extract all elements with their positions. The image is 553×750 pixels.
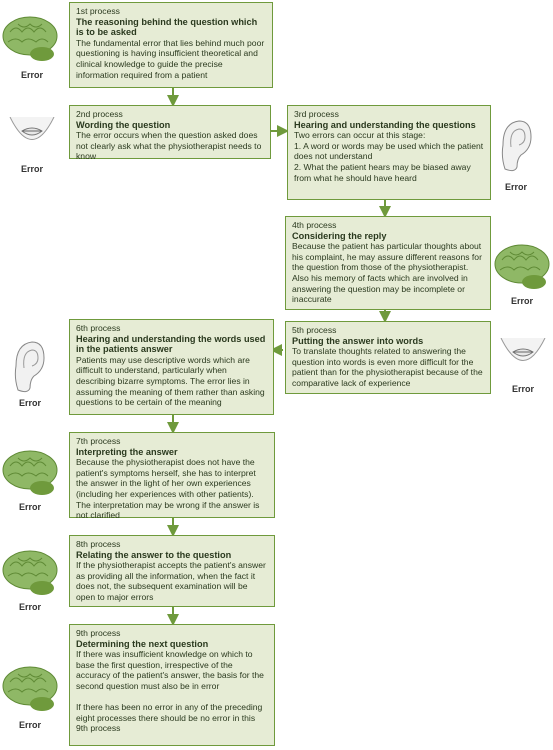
process-body: The error occurs when the question asked… [76, 130, 262, 162]
process-title: The reasoning behind the question which … [76, 16, 258, 38]
brain-icon [2, 16, 58, 61]
process-box-7: 7th process Interpreting the answer Beca… [69, 432, 275, 521]
process-box-8: 8th process Relating the answer to the q… [69, 535, 275, 607]
process-body: If there was insufficient knowledge on w… [76, 649, 264, 734]
process-title: Hearing and understanding the questions [294, 119, 476, 130]
ear-icon [14, 341, 45, 393]
brain-icon [494, 244, 550, 289]
process-body: The fundamental error that lies behind m… [76, 37, 265, 80]
error-label: Error [504, 182, 527, 192]
mouth-icon [9, 117, 55, 140]
process-body: To translate thoughts related to answeri… [292, 346, 483, 388]
process-step: 3rd process [294, 109, 339, 119]
brain-icon [2, 666, 58, 711]
process-body: Because the physiotherapist does not hav… [76, 457, 260, 521]
process-box-3: 3rd process Hearing and understanding th… [287, 105, 491, 200]
error-label: Error [510, 296, 533, 306]
error-label: Error [18, 502, 41, 512]
error-label: Error [20, 70, 43, 80]
process-title: Putting the answer into words [292, 335, 424, 346]
process-step: 8th process [76, 539, 121, 549]
error-label: Error [20, 164, 43, 174]
process-box-5: 5th process Putting the answer into word… [285, 321, 491, 394]
mouth-icon [500, 338, 546, 361]
process-box-4: 4th process Considering the reply Becaus… [285, 216, 491, 310]
process-step: 6th process [76, 323, 121, 333]
process-step: 7th process [76, 436, 121, 446]
ear-icon [501, 120, 532, 172]
process-step: 2nd process [76, 109, 123, 119]
process-title: Determining the next question [76, 638, 209, 649]
error-label: Error [511, 384, 534, 394]
error-label: Error [18, 398, 41, 408]
error-label: Error [18, 602, 41, 612]
brain-icon [2, 450, 58, 495]
process-title: Wording the question [76, 119, 171, 130]
error-label: Error [18, 720, 41, 730]
process-box-2: 2nd process Wording the question The err… [69, 105, 271, 162]
process-body: Because the patient has particular thoug… [292, 241, 482, 305]
process-body: If the physiotherapist accepts the patie… [76, 560, 266, 602]
process-body: Two errors can occur at this stage: 1. A… [294, 130, 484, 183]
brain-icon [2, 550, 58, 595]
process-step: 5th process [292, 325, 337, 335]
process-box-6: 6th process Hearing and understanding th… [69, 319, 274, 415]
process-title: Interpreting the answer [76, 446, 178, 457]
process-step: 9th process [76, 628, 121, 638]
process-box-1: 1st process The reasoning behind the que… [69, 2, 273, 88]
process-title: Considering the reply [292, 230, 387, 241]
process-step: 4th process [292, 220, 337, 230]
process-title: Relating the answer to the question [76, 549, 232, 560]
process-box-9: 9th process Determining the next questio… [69, 624, 275, 746]
process-step: 1st process [76, 6, 120, 16]
process-title: Hearing and understanding the words used… [76, 333, 266, 355]
process-body: Patients may use descriptive words which… [76, 354, 265, 408]
